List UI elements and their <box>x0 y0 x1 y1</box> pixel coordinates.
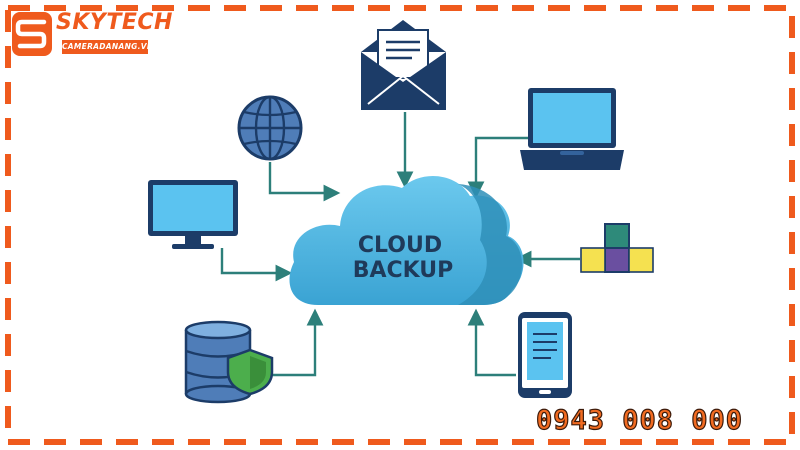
arrow-desktop <box>220 248 293 282</box>
cloud-label-line2: BACKUP <box>353 258 454 283</box>
arrow-mobile <box>467 308 516 377</box>
arrow-web <box>268 162 341 202</box>
envelope-icon <box>361 20 446 110</box>
brand-logo-icon <box>12 12 52 56</box>
database-shield-icon <box>184 320 274 404</box>
connector-lines <box>220 112 580 377</box>
cloud-icon: CLOUD BACKUP <box>289 176 524 305</box>
arrow-laptop <box>467 136 528 199</box>
arrow-database <box>268 308 324 377</box>
cloud-label-line1: CLOUD <box>358 233 442 258</box>
laptop-icon <box>520 88 624 170</box>
brand-website: CAMERADANANG.VN <box>62 40 153 54</box>
hotline-number: 0943 008 000 <box>535 404 744 436</box>
blocks-icon <box>580 223 654 273</box>
smartphone-icon <box>518 312 572 398</box>
brand-name: SKYTECH <box>56 10 173 35</box>
monitor-icon <box>148 180 238 249</box>
globe-icon <box>237 95 303 161</box>
